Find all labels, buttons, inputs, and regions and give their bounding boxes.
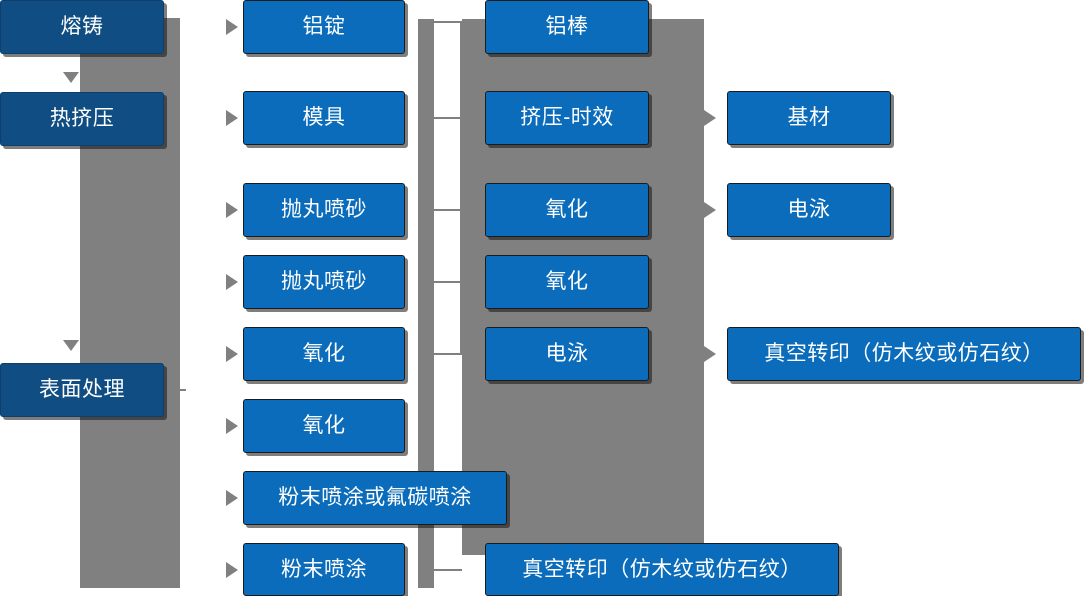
middle-box-1[interactable]: 铝棒 — [485, 0, 649, 54]
arrow-to-step-3 — [226, 202, 238, 218]
middle-box-1-label: 铝棒 — [545, 15, 589, 39]
arrow-to-output-3 — [704, 346, 716, 362]
stage-box-melting[interactable]: 熔铸 — [0, 0, 164, 54]
step-box-6-label: 氧化 — [302, 414, 346, 438]
arrow-down-surface — [63, 340, 79, 351]
step-box-4[interactable]: 抛丸喷砂 — [243, 255, 405, 309]
output-box-1-label: 基材 — [787, 106, 831, 130]
step-box-6[interactable]: 氧化 — [243, 399, 405, 453]
step-box-1[interactable]: 铝锭 — [243, 0, 405, 54]
step-box-2[interactable]: 模具 — [243, 91, 405, 145]
step-box-4-label: 抛丸喷砂 — [281, 270, 367, 294]
stage-box-hot-extrusion[interactable]: 热挤压 — [0, 92, 164, 146]
output-box-3[interactable]: 真空转印（仿木纹或仿石纹） — [727, 327, 1081, 381]
rail-connector-vertical — [460, 21, 462, 355]
step-box-3-label: 抛丸喷砂 — [281, 198, 367, 222]
arrow-to-step-7 — [226, 490, 238, 506]
output-box-2[interactable]: 电泳 — [727, 183, 891, 237]
step-box-7-label: 粉末喷涂或氟碳喷涂 — [278, 486, 472, 510]
stage-box-hot-extrusion-label: 热挤压 — [49, 107, 115, 131]
step-box-5-label: 氧化 — [302, 342, 346, 366]
middle-box-5[interactable]: 电泳 — [485, 327, 649, 381]
middle-box-2-label: 挤压-时效 — [520, 106, 614, 130]
step-box-8[interactable]: 粉末喷涂 — [243, 543, 405, 596]
middle-box-6[interactable]: 真空转印（仿木纹或仿石纹） — [485, 543, 839, 596]
middle-box-4[interactable]: 氧化 — [485, 255, 649, 309]
middle-box-3-label: 氧化 — [545, 198, 589, 222]
output-box-3-label: 真空转印（仿木纹或仿石纹） — [764, 342, 1044, 366]
arrow-to-step-8 — [226, 562, 238, 578]
rail-tie-5 — [434, 353, 462, 355]
rail-tie-1 — [434, 21, 462, 23]
step-box-3[interactable]: 抛丸喷砂 — [243, 183, 405, 237]
arrow-to-step-6 — [226, 418, 238, 434]
middle-box-5-label: 电泳 — [545, 342, 589, 366]
arrow-down-melting — [63, 72, 79, 83]
step-box-5[interactable]: 氧化 — [243, 327, 405, 381]
middle-box-2[interactable]: 挤压-时效 — [485, 91, 649, 145]
middle-box-4-label: 氧化 — [545, 270, 589, 294]
rail-tie-3 — [434, 209, 462, 211]
arrow-to-step-5 — [226, 346, 238, 362]
arrow-to-output-1 — [704, 110, 716, 126]
stage-box-surface-treatment[interactable]: 表面处理 — [0, 363, 164, 417]
step-rail-left-lower — [418, 508, 434, 588]
middle-box-6-label: 真空转印（仿木纹或仿石纹） — [522, 557, 802, 581]
stage-box-surface-treatment-label: 表面处理 — [39, 378, 125, 402]
output-box-2-label: 电泳 — [787, 198, 831, 222]
surface-connector-stub — [164, 389, 186, 391]
arrow-to-step-4 — [226, 274, 238, 290]
arrow-to-step-2 — [226, 110, 238, 126]
step-box-1-label: 铝锭 — [302, 15, 346, 39]
rail-tie-2 — [434, 117, 462, 119]
step-box-7[interactable]: 粉末喷涂或氟碳喷涂 — [243, 471, 507, 525]
step-rail-left — [418, 19, 434, 496]
middle-box-3[interactable]: 氧化 — [485, 183, 649, 237]
step-box-2-label: 模具 — [302, 106, 346, 130]
arrow-to-step-1 — [226, 19, 238, 35]
output-box-1[interactable]: 基材 — [727, 91, 891, 145]
step-box-8-label: 粉末喷涂 — [281, 557, 367, 581]
rail-tie-6 — [434, 569, 462, 571]
stage-box-melting-label: 熔铸 — [60, 15, 104, 39]
arrow-to-output-2 — [704, 202, 716, 218]
rail-tie-4 — [434, 281, 462, 283]
